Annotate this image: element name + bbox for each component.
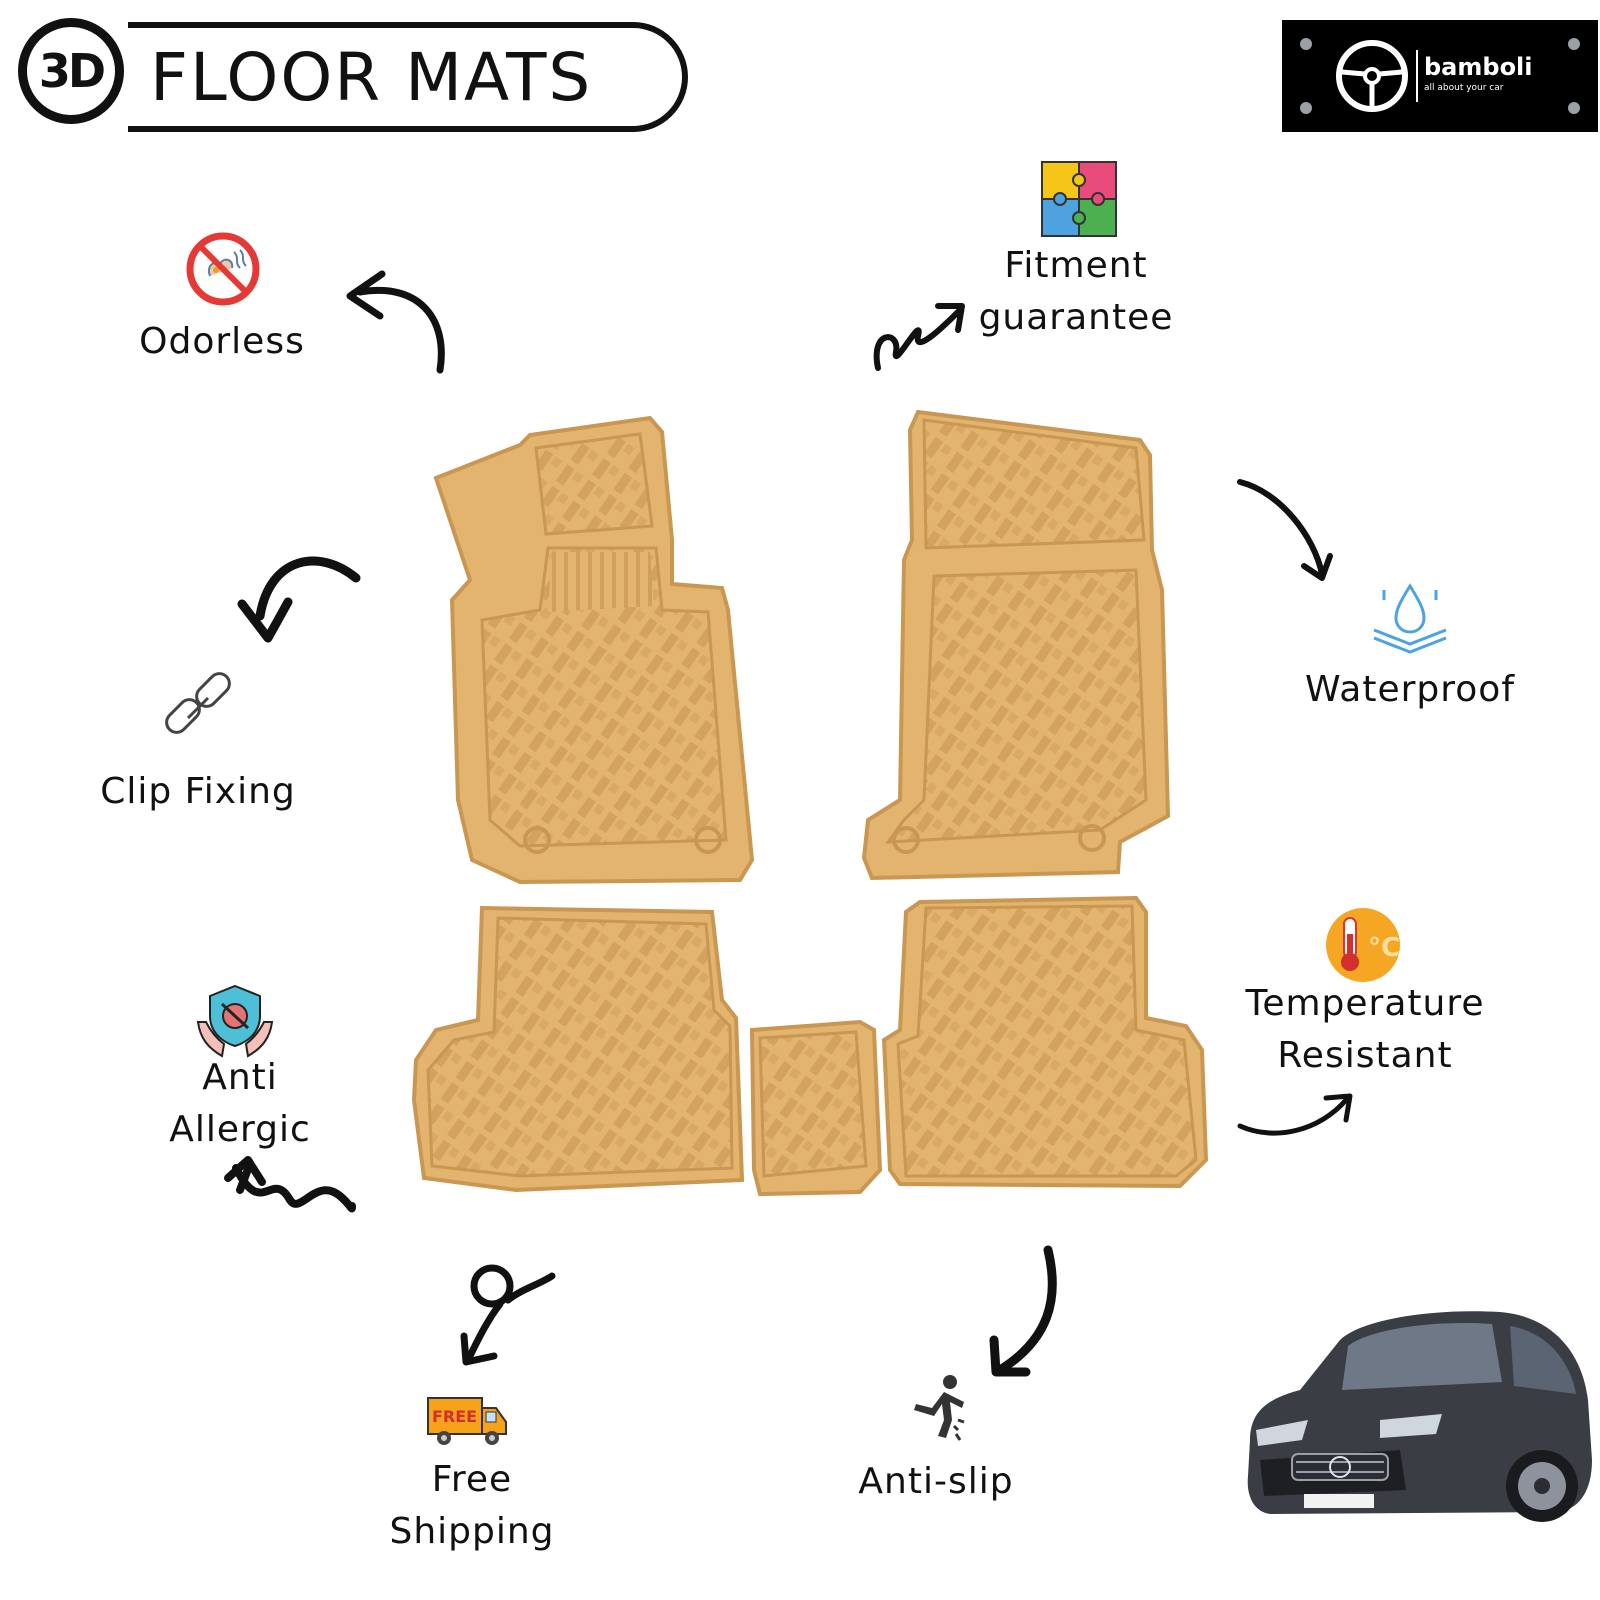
feature-fitment-line2: guarantee bbox=[978, 297, 1174, 338]
truck-free-text: FREE bbox=[432, 1407, 477, 1426]
arrow-fitment bbox=[873, 303, 965, 371]
feature-anti-slip: Anti-slip bbox=[858, 1461, 1014, 1502]
page-title: FLOOR MATS bbox=[150, 39, 593, 116]
badge-text: 3D bbox=[38, 44, 106, 98]
screw-icon bbox=[1300, 38, 1312, 50]
rear-right-mat bbox=[881, 895, 1209, 1189]
feature-waterproof: Waterproof bbox=[1304, 669, 1515, 710]
feature-temperature-line1: Temperature bbox=[1245, 983, 1485, 1024]
screw-icon bbox=[1568, 38, 1580, 50]
slipping-person-icon bbox=[914, 1375, 965, 1441]
thermometer-icon: °C bbox=[1326, 908, 1400, 982]
brand-tagline: all about your car bbox=[1424, 83, 1504, 93]
arrow-allergic bbox=[224, 1156, 356, 1213]
arrow-waterproof bbox=[1237, 479, 1333, 581]
rear-center-mat bbox=[749, 1019, 883, 1197]
front-left-mat bbox=[433, 415, 755, 885]
chain-link-icon bbox=[165, 672, 231, 734]
arrow-odorless bbox=[346, 270, 445, 374]
feature-shipping-line2: Shipping bbox=[389, 1511, 555, 1552]
feature-fitment-line1: Fitment bbox=[1004, 245, 1148, 286]
brand-name: bamboli bbox=[1424, 53, 1533, 81]
shield-hands-icon bbox=[196, 984, 274, 1058]
no-odor-icon bbox=[186, 232, 260, 306]
screw-icon bbox=[1568, 102, 1580, 114]
rear-left-mat bbox=[411, 905, 745, 1193]
front-right-mat bbox=[861, 409, 1171, 881]
svg-text:°C: °C bbox=[1368, 933, 1400, 963]
arrow-clip bbox=[237, 556, 361, 643]
puzzle-icon bbox=[1041, 161, 1117, 237]
feature-clip-fixing: Clip Fixing bbox=[100, 771, 296, 812]
arrow-shipping bbox=[460, 1264, 556, 1366]
feature-shipping-line1: Free bbox=[431, 1459, 513, 1500]
title-frame bbox=[128, 22, 688, 132]
feature-allergic-line1: Anti bbox=[202, 1057, 278, 1098]
feature-odorless: Odorless bbox=[139, 321, 305, 362]
free-truck-icon: FREE bbox=[427, 1397, 507, 1445]
arrow-temperature bbox=[1237, 1093, 1353, 1136]
screw-icon bbox=[1300, 102, 1312, 114]
car-image bbox=[1247, 1311, 1592, 1522]
water-drop-icon bbox=[1373, 583, 1447, 654]
3d-badge: 3D bbox=[18, 18, 124, 124]
logo-divider bbox=[1416, 50, 1418, 102]
brand-logo[interactable]: bamboli all about your car bbox=[1282, 20, 1598, 132]
feature-temperature-line2: Resistant bbox=[1277, 1035, 1453, 1076]
feature-allergic-line2: Allergic bbox=[169, 1109, 311, 1150]
steering-wheel-icon bbox=[1336, 40, 1408, 112]
arrow-antislip bbox=[989, 1245, 1057, 1377]
